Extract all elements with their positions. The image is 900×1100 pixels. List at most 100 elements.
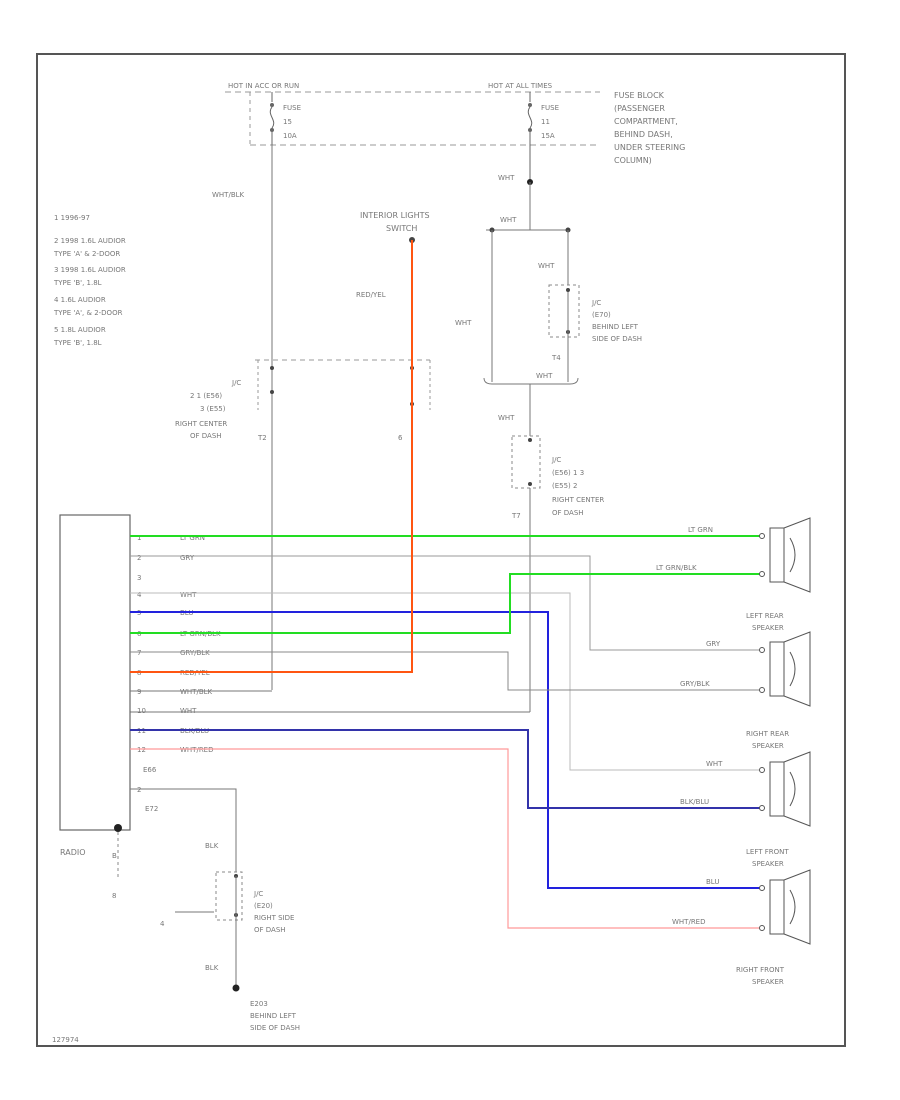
wire-label-wht-h: WHT [500,216,517,224]
wire-label-wht-lower: WHT [536,372,553,380]
spk-rr-wire2: GRY/BLK [680,680,710,688]
ground-jc-e20 [215,871,243,988]
speaker-right-rear-label2: SPEAKER [752,742,784,750]
wire-gry [130,555,762,651]
jc-e56-l2: 2 1 (E56) [190,392,222,400]
radio-pin-10: 10 [137,707,146,715]
radio-ground-pin-num: 8 [112,892,116,900]
ground-blk-top: BLK [205,842,219,850]
jc-e70-l1: J/C [591,299,601,307]
interior-switch-l2: SWITCH [386,224,417,233]
wire-label-wht-mid: WHT [538,262,555,270]
ground-point-l1: E203 [250,1000,268,1008]
note-2: 2 1998 1.6L AUDIOR [54,237,126,245]
radio-wire-4: WHT [180,591,197,599]
radio-conn-e66: E66 [143,766,157,774]
wire-lt-grn-blk [130,573,762,634]
ground-blk-bottom: BLK [205,964,219,972]
ground-jc-l4: OF DASH [254,926,286,934]
wire-wht-front [130,592,762,771]
radio-pin-9: 9 [137,688,141,696]
radio-pin-4: 4 [137,591,142,599]
speaker-terminals [759,533,765,931]
radio-wire-7: GRY/BLK [180,649,210,657]
radio-pin-7: 7 [137,649,141,657]
radio-wire-2: GRY [180,554,195,562]
fuse-15 [269,92,275,145]
jc-e56-dot-1 [270,366,274,370]
wire-label-wht-right: WHT [498,174,515,182]
jc-e70-l3: BEHIND LEFT [592,323,639,331]
jc-e56-l1: J/C [231,379,241,387]
speaker-right-rear-label1: RIGHT REAR [746,730,789,738]
jc-e55-l5: OF DASH [552,509,584,517]
fuse-block-line-1: FUSE BLOCK [614,91,665,100]
ground-jc-l1: J/C [253,890,263,898]
spk-rr-wire1: GRY [706,640,721,648]
speaker-right-front-icon [769,869,811,945]
jc-e56-l4: RIGHT CENTER [175,420,227,428]
jc-e70-l4: SIDE OF DASH [592,335,642,343]
fuse-block-line-5: UNDER STEERING [614,143,685,152]
fuse-11-l2: 11 [541,118,550,126]
note-3b: TYPE 'B', 1.8L [53,279,102,287]
radio-wire-9: WHT/BLK [180,688,213,696]
jc-e55-l3: (E55) 2 [552,482,577,490]
jc-e55-num: T7 [511,512,521,520]
wire-gry-blk [130,651,762,691]
jc-e56-dot-2 [270,390,274,394]
interior-switch-l1: INTERIOR LIGHTS [360,211,430,220]
fuse-11-l3: 15A [541,132,555,140]
fuse-block-line-6: COLUMN) [614,156,652,165]
radio-pin-1: 1 [137,534,141,542]
radio-conn-e72: E72 [145,805,158,813]
speaker-right-front-label2: SPEAKER [752,978,784,986]
ground-point-l2: BEHIND LEFT [250,1012,297,1020]
radio-wire-10: WHT [180,707,197,715]
fuse-11-l1: FUSE [541,104,559,112]
ground-point-l3: SIDE OF DASH [250,1024,300,1032]
wire-wht-red [130,748,762,929]
spk-lf-wire2: BLK/BLU [680,798,709,806]
note-5b: TYPE 'B', 1.8L [53,339,102,347]
ground-point [232,984,240,992]
speaker-right-front-label1: RIGHT FRONT [736,966,785,974]
radio-wire-1: LT GRN [180,534,205,542]
jc-e70-l2: (E70) [592,311,611,319]
wire-label-wht-left: WHT [455,319,472,327]
fuse-15-l2: 15 [283,118,292,126]
fuse-block-line-2: (PASSENGER [614,104,665,113]
fuse-15-l3: 10A [283,132,297,140]
wire-red-yel [130,240,413,673]
footer-code: 127974 [52,1036,79,1044]
fuse-15-l1: FUSE [283,104,301,112]
spk-lr-wire1: LT GRN [688,526,713,534]
radio-pin-2: 2 [137,554,141,562]
jc-e55 [511,435,541,489]
ground-jc-l2: (E20) [254,902,273,910]
speaker-right-rear-icon [769,631,811,707]
spk-lr-wire2: LT GRN/BLK [656,564,697,572]
radio-pin-12: 12 [137,746,146,754]
fuse-11 [527,92,533,185]
wire-ground [130,788,237,872]
jc-e55-l1: J/C [551,456,561,464]
jc-e70 [548,284,580,382]
speaker-left-front-label1: LEFT FRONT [746,848,789,856]
spk-rf-wire2: WHT/RED [672,918,706,926]
fuse-block-line-4: BEHIND DASH, [614,130,673,139]
fuse-block-line-3: COMPARTMENT, [614,117,678,126]
spk-lf-wire1: WHT [706,760,723,768]
jc-e56-num: T2 [257,434,267,442]
diagram-border [36,53,846,1047]
radio-pin-ground-label: 2 [137,786,141,794]
note-2b: TYPE 'A' & 2-DOOR [53,250,120,258]
speaker-left-rear-icon [769,517,811,593]
hot-all-label: HOT AT ALL TIMES [488,82,553,90]
ground-jc-l3: RIGHT SIDE [254,914,294,922]
jc-e56-pin: 6 [398,434,403,442]
note-5: 5 1.8L AUDIOR [54,326,106,334]
radio-wire-12: WHT/RED [180,746,214,754]
radio-pin-ground: B [112,852,117,860]
jc-e56-l5: OF DASH [190,432,222,440]
